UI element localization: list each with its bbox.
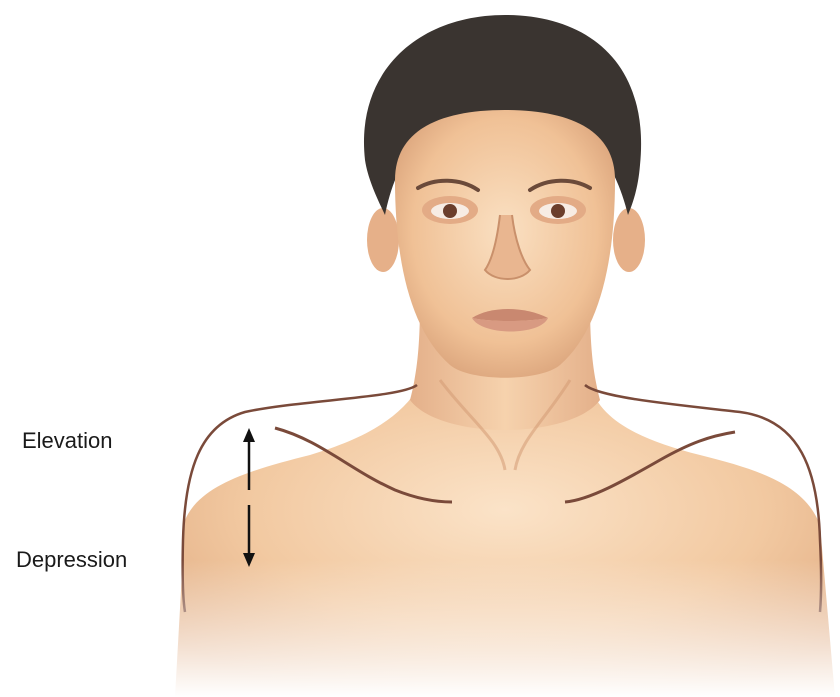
bottom-fade: [0, 560, 840, 697]
left-ear: [367, 208, 399, 272]
right-ear: [613, 208, 645, 272]
elevation-label: Elevation: [22, 428, 113, 454]
right-iris: [551, 204, 565, 218]
left-iris: [443, 204, 457, 218]
depression-label: Depression: [16, 547, 127, 573]
